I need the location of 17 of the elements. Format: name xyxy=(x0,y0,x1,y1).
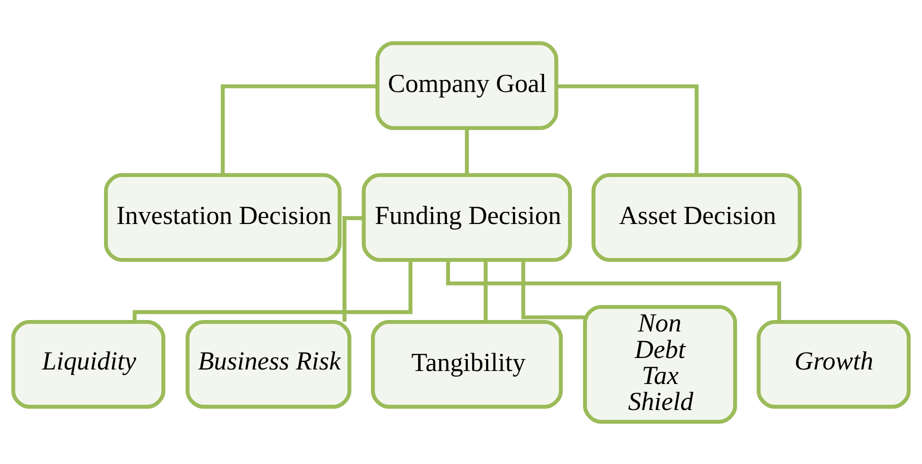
node-box: Company Goal xyxy=(376,40,558,130)
node-box: Tangibility xyxy=(370,319,563,408)
connector xyxy=(464,128,469,174)
node-box: Funding Decision xyxy=(362,172,572,262)
connector xyxy=(132,260,412,322)
node-box: Asset Decision xyxy=(592,172,802,262)
node-box: Business Risk xyxy=(186,319,352,408)
connector xyxy=(484,259,488,321)
connector xyxy=(521,260,585,319)
connector xyxy=(220,84,378,174)
node-box: Investation Decision xyxy=(104,172,342,262)
connector xyxy=(342,216,364,322)
node-box: Liquidity xyxy=(11,319,166,408)
node-box: Growth xyxy=(756,319,911,408)
node-box: Non Debt Tax Shield xyxy=(583,304,738,424)
connector xyxy=(446,259,782,321)
connector xyxy=(556,84,699,174)
